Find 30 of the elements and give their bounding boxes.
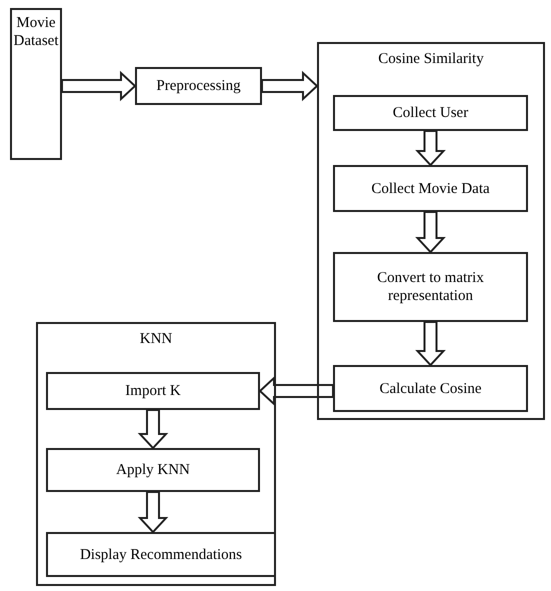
box-label: Collect Movie Data bbox=[370, 180, 491, 198]
block-arrow bbox=[61, 70, 136, 102]
box-label: Display Recommendations bbox=[78, 546, 244, 564]
box-label: Calculate Cosine bbox=[378, 380, 483, 398]
box-label: Convert to matrix representation bbox=[376, 269, 485, 305]
block-arrow bbox=[138, 409, 168, 450]
process-box bbox=[135, 67, 262, 105]
box-label: Import K bbox=[124, 382, 182, 400]
group-container bbox=[317, 42, 545, 420]
block-arrow bbox=[261, 70, 318, 102]
process-box bbox=[46, 372, 260, 410]
process-box bbox=[333, 165, 528, 212]
process-box bbox=[333, 95, 528, 131]
process-box bbox=[333, 365, 528, 412]
process-box bbox=[333, 252, 528, 322]
group-container bbox=[36, 322, 276, 586]
process-box bbox=[10, 8, 62, 160]
group-title: KNN bbox=[138, 330, 174, 348]
process-box bbox=[46, 448, 260, 492]
process-box bbox=[46, 532, 276, 577]
block-arrow bbox=[415, 321, 446, 366]
box-label: Apply KNN bbox=[115, 461, 191, 479]
group-title: Cosine Similarity bbox=[377, 50, 485, 68]
box-label: Preprocessing bbox=[155, 77, 242, 95]
box-label: Movie Dataset bbox=[12, 14, 60, 50]
box-label: Collect User bbox=[392, 104, 470, 122]
block-arrow bbox=[415, 130, 446, 166]
block-arrow bbox=[415, 211, 446, 254]
block-arrow bbox=[258, 376, 334, 406]
block-arrow bbox=[138, 491, 168, 534]
